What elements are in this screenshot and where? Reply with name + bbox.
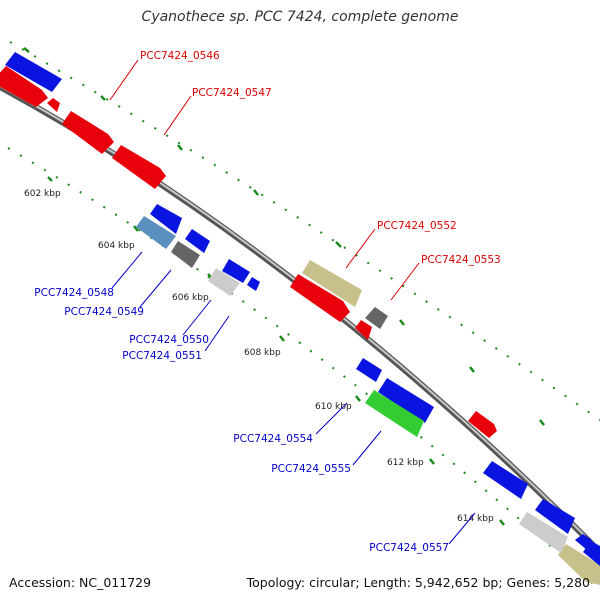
leader-lines-reverse <box>111 251 476 545</box>
scale-labels: 602 kbp 604 kbp 606 kbp 608 kbp 610 kbp … <box>24 189 494 524</box>
gene-0550[interactable] <box>208 268 240 296</box>
scale-label: 614 kbp <box>457 514 494 524</box>
gene-0546b[interactable] <box>0 66 48 107</box>
gene-0548[interactable] <box>136 216 176 249</box>
gene-label: PCC7424_0551 <box>122 350 202 362</box>
gene-reverse-7[interactable] <box>247 277 260 291</box>
gene-label: PCC7424_0546 <box>140 50 220 62</box>
forward-genes[interactable] <box>0 52 600 585</box>
inner-guide <box>7 147 600 591</box>
gene-label: PCC7424_0549 <box>64 306 144 318</box>
genome-summary: Topology: circular; Length: 5,942,652 bp… <box>246 575 590 590</box>
gene-label: PCC7424_0555 <box>271 463 351 475</box>
scale-label: 606 kbp <box>172 293 209 303</box>
scale-label: 604 kbp <box>98 241 135 251</box>
gene-label: PCC7424_0553 <box>421 254 501 266</box>
accession-text: Accession: NC_011729 <box>9 575 152 590</box>
gene-label: PCC7424_0557 <box>369 542 449 554</box>
gene-0557[interactable] <box>519 512 568 553</box>
gene-reverse-15[interactable] <box>583 541 600 566</box>
reverse-gene-labels: PCC7424_0548 PCC7424_0549 PCC7424_0550 P… <box>34 287 449 554</box>
outer-guide <box>9 41 600 421</box>
gene-0546[interactable] <box>5 52 62 92</box>
gene-label: PCC7424_0550 <box>129 334 209 346</box>
gene-forward-9[interactable] <box>558 544 600 585</box>
gene-forward-8[interactable] <box>468 411 497 438</box>
gene-forward-5[interactable] <box>290 274 350 322</box>
gene-label: PCC7424_0552 <box>377 220 457 232</box>
gene-label: PCC7424_0554 <box>233 433 313 445</box>
gene-0555[interactable] <box>365 390 424 437</box>
gene-0547[interactable] <box>62 111 114 154</box>
gene-0552[interactable] <box>302 260 362 307</box>
gene-0551[interactable] <box>222 259 250 283</box>
forward-gene-labels: PCC7424_0546 PCC7424_0547 PCC7424_0552 P… <box>140 50 501 266</box>
track-guides <box>7 41 600 591</box>
gene-forward-6[interactable] <box>355 320 372 340</box>
scale-label: 612 kbp <box>387 458 424 468</box>
gene-label: PCC7424_0547 <box>192 87 272 99</box>
gene-label: PCC7424_0548 <box>34 287 114 299</box>
scale-label: 610 kbp <box>315 402 352 412</box>
gene-reverse-upper[interactable] <box>150 204 182 234</box>
leader-lines-forward <box>109 59 420 301</box>
scale-label: 602 kbp <box>24 189 61 199</box>
gene-0554[interactable] <box>378 378 434 423</box>
genome-title: Cyanothece sp. PCC 7424, complete genome <box>141 9 459 25</box>
gene-0547-small[interactable] <box>47 98 60 112</box>
gene-0553[interactable] <box>365 307 388 329</box>
gene-reverse-3[interactable] <box>185 229 210 253</box>
gene-reverse-8[interactable] <box>356 358 382 382</box>
gene-reverse-11[interactable] <box>483 461 528 499</box>
gene-reverse-12[interactable] <box>535 499 575 534</box>
reverse-genes[interactable] <box>136 204 600 566</box>
scale-label: 608 kbp <box>244 348 281 358</box>
gene-forward-3[interactable] <box>112 145 166 189</box>
gene-0549[interactable] <box>171 241 200 268</box>
